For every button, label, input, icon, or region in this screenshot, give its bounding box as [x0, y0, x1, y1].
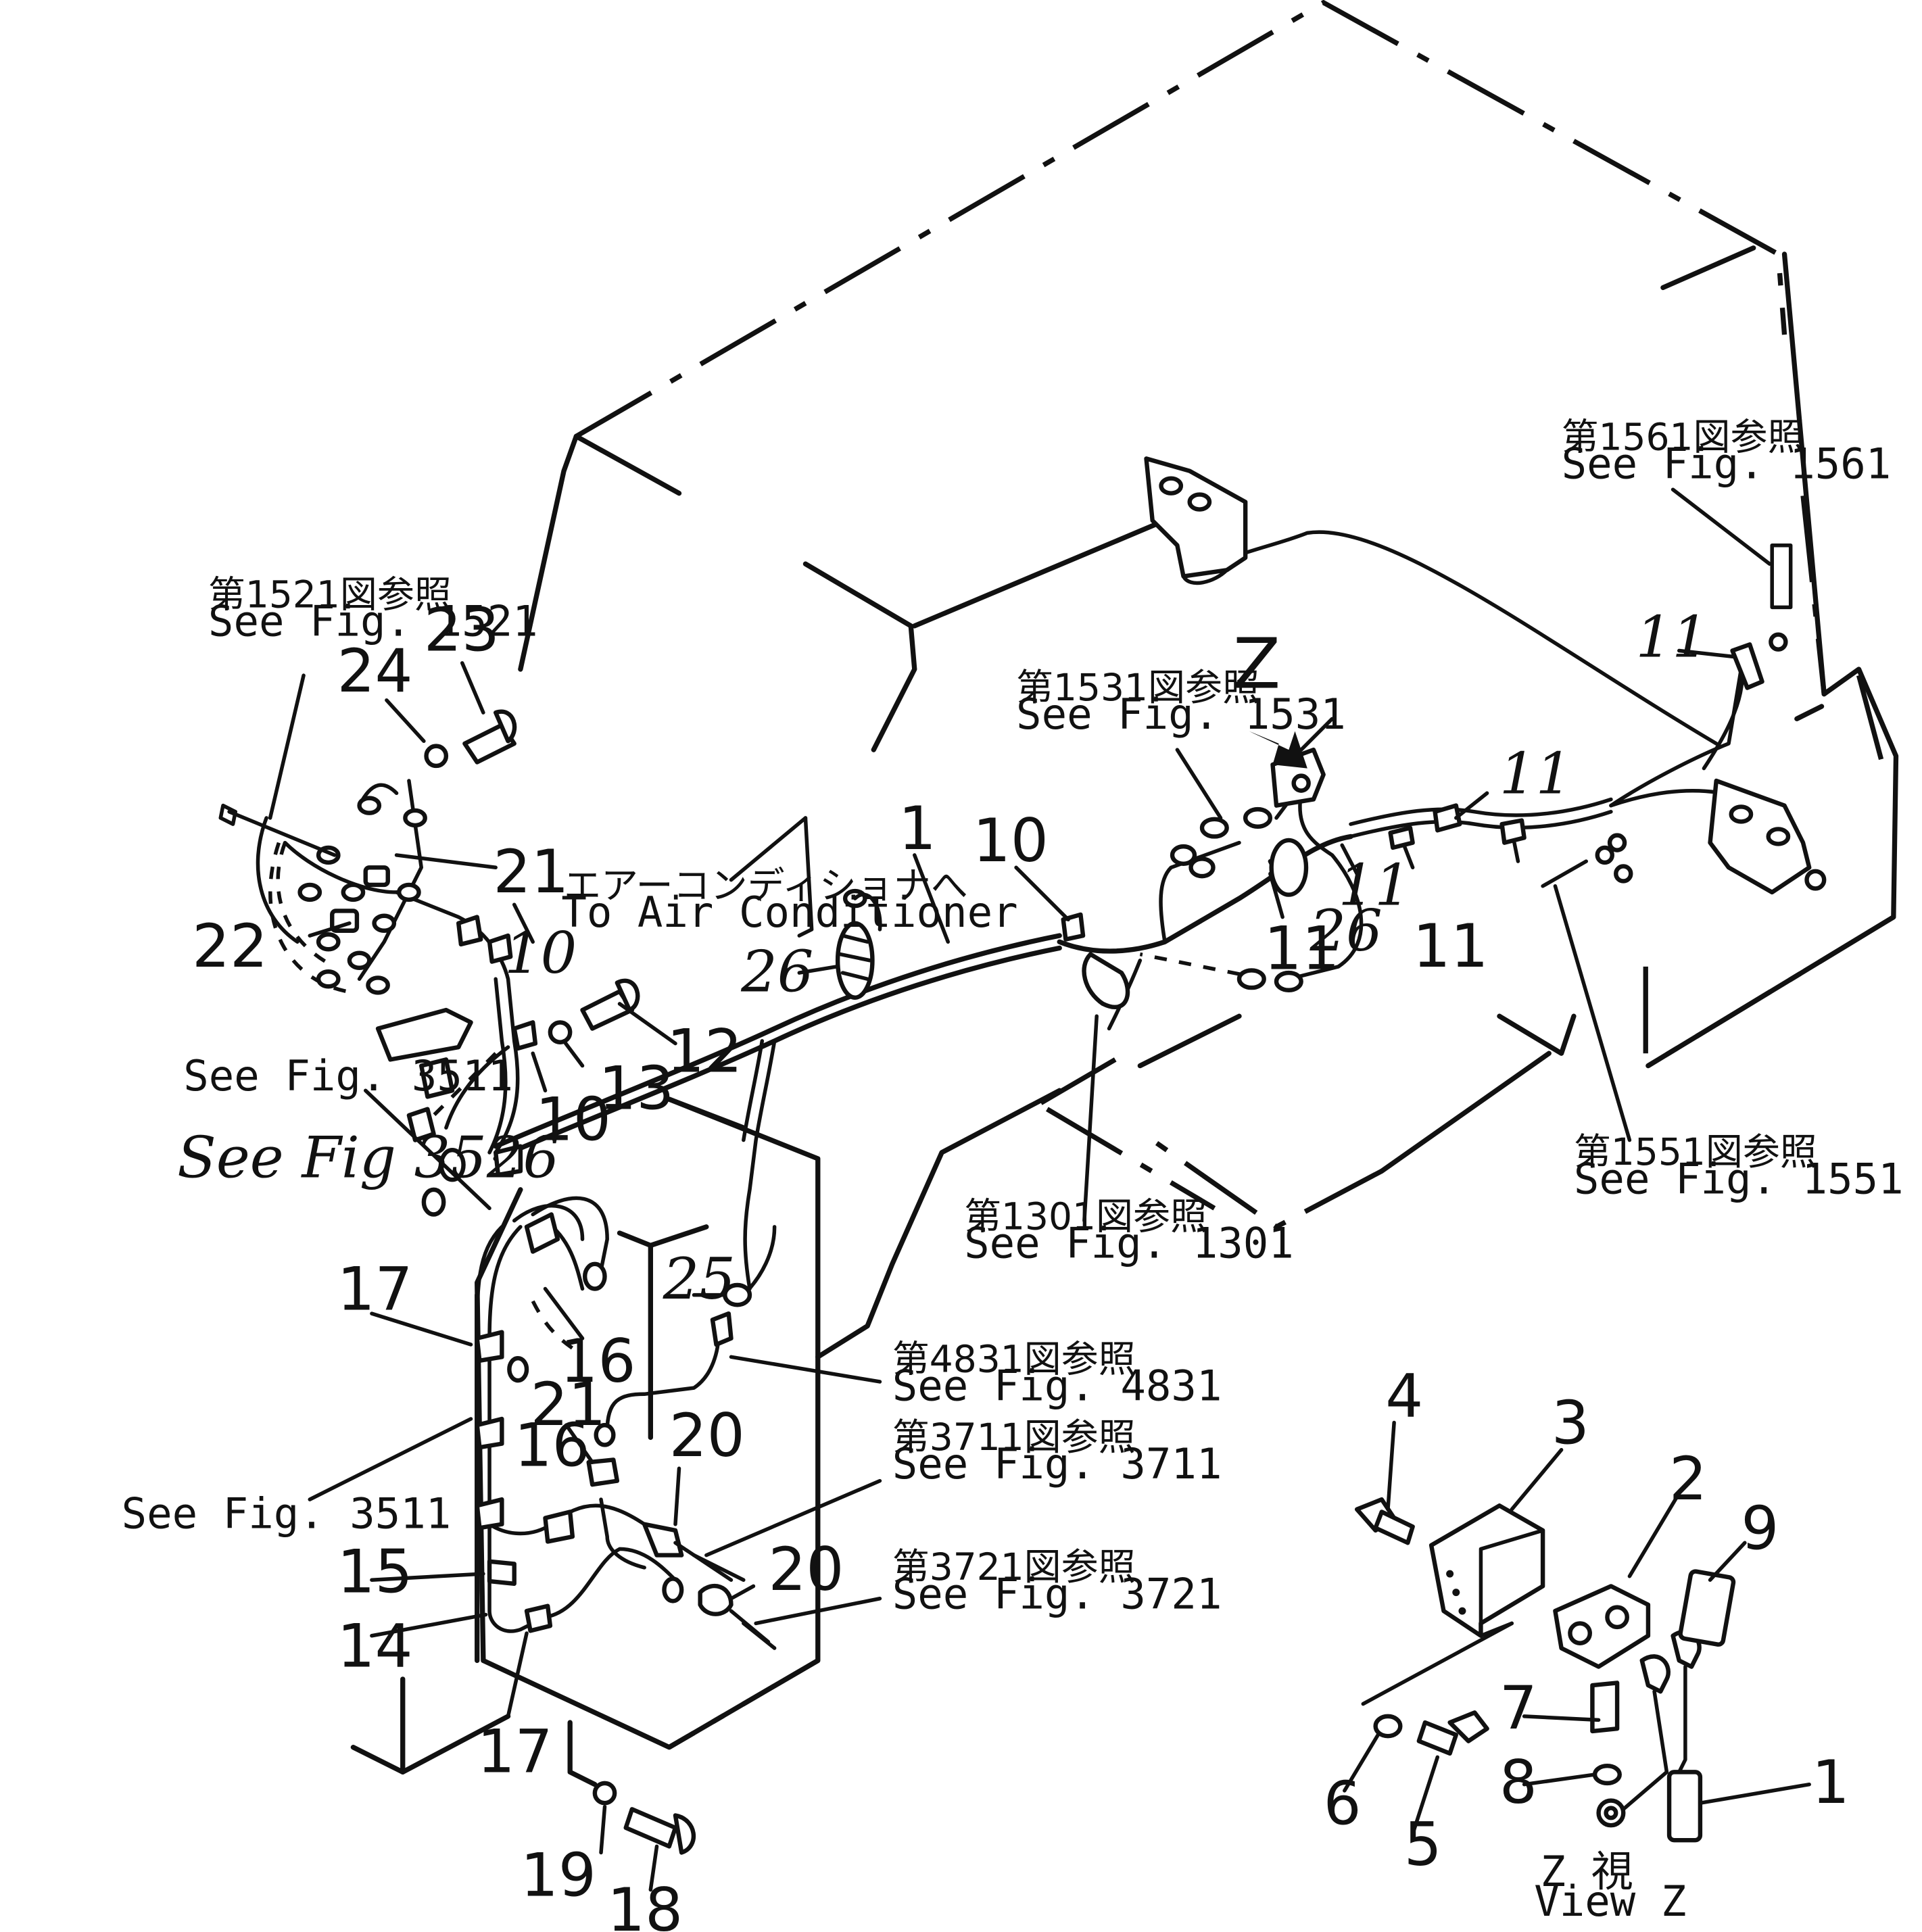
callout-19: 19 [521, 1841, 596, 1910]
view-z-jp: Z 視 [1540, 1847, 1633, 1896]
viewz-callout-6: 6 [1324, 1768, 1362, 1838]
callout-21-lower: 21 [531, 1370, 606, 1439]
callout-z: Z [1233, 624, 1280, 704]
ref-1301-jp: 第1301図参照 [964, 1195, 1207, 1238]
aircon-en: To Air Conditioner [561, 888, 1017, 937]
callout-17-lower: 17 [477, 1716, 553, 1786]
callout-11-top: 11 [1636, 604, 1708, 671]
leader-lines [268, 487, 1811, 1892]
callout-10-lower: 10 [535, 1085, 611, 1155]
ref-1551-en: See Fig. 1551 [1574, 1154, 1904, 1203]
ref-1521-en: See Fig. 1521 [208, 597, 538, 646]
ref-1531-jp: 第1531図参照 [1016, 666, 1259, 709]
callout-14: 14 [337, 1612, 413, 1681]
view-z-en: View Z [1534, 1877, 1686, 1926]
callout-23: 23 [424, 595, 500, 665]
callout-22: 22 [192, 911, 268, 981]
ref-1521-jp: 第1521図参照 [208, 573, 452, 616]
callout-26-right: 26 [1309, 898, 1382, 964]
ref-3526-handwritten: See Fig 3526 [177, 1125, 559, 1191]
viewz-callout-7: 7 [1499, 1673, 1537, 1743]
ref-3511-upper: See Fig. 3511 [183, 1051, 513, 1101]
ref-1551-jp: 第1551図参照 [1574, 1130, 1817, 1174]
callout-11-a: 11 [1264, 914, 1340, 984]
main-harness [256, 500, 1744, 1633]
viewz-callout-9: 9 [1741, 1493, 1779, 1563]
ref-3711-en: See Fig. 3711 [892, 1439, 1222, 1489]
ref-3721-jp: 第3721図参照 [892, 1545, 1136, 1589]
view-z-detail [1354, 1497, 1736, 1843]
callout-15: 15 [337, 1537, 413, 1607]
ref-3711-jp: 第3711図参照 [892, 1416, 1136, 1459]
ref-1301-en: See Fig. 1301 [964, 1219, 1294, 1268]
callout-11-b: 11 [1413, 911, 1489, 981]
ref-1561-en: See Fig. 1561 [1562, 439, 1892, 489]
callout-26-left: 26 [740, 939, 813, 1005]
ref-1531-en: See Fig. 1531 [1016, 690, 1346, 739]
callout-25: 25 [663, 1246, 736, 1312]
callout-13: 13 [598, 1054, 674, 1124]
callout-20-upper: 20 [669, 1401, 745, 1470]
ref-3511-lower: See Fig. 3511 [122, 1489, 452, 1538]
ref-4831-jp: 第4831図参照 [892, 1337, 1136, 1380]
callout-16-upper: 16 [560, 1326, 636, 1396]
ref-3721-en: See Fig. 3721 [892, 1569, 1222, 1618]
callout-11-upper: 11 [1499, 740, 1572, 806]
callout-1: 1 [898, 794, 936, 863]
aircon-jp: エアーコンディショナへ [564, 864, 968, 907]
ref-4831-en: See Fig. 4831 [892, 1361, 1222, 1410]
callout-24: 24 [337, 636, 413, 706]
callout-21-upper: 21 [494, 837, 569, 907]
callout-16-lower: 16 [514, 1411, 590, 1480]
viewz-callout-4: 4 [1385, 1361, 1423, 1430]
viewz-callout-3: 3 [1552, 1388, 1589, 1458]
view-z-arrow [1249, 731, 1307, 769]
callout-11-mid: 11 [1339, 852, 1411, 918]
ref-1561-jp: 第1561図参照 [1562, 416, 1805, 459]
labels: 第1521図参照 See Fig. 1521 第1531図参照 See Fig.… [122, 416, 1904, 1932]
callout-18: 18 [607, 1875, 683, 1932]
viewz-callout-2: 2 [1669, 1444, 1707, 1514]
callout-10-left: 10 [504, 920, 577, 986]
callout-17-upper: 17 [337, 1255, 413, 1324]
callout-20-lower: 20 [768, 1535, 844, 1604]
viewz-callout-1: 1 [1812, 1747, 1850, 1817]
machine-body-outline [350, 0, 1899, 1787]
viewz-callout-8: 8 [1499, 1747, 1537, 1817]
callout-10-center: 10 [973, 806, 1049, 875]
harness-components [218, 456, 1827, 1855]
viewz-callout-5: 5 [1404, 1810, 1442, 1879]
callout-12: 12 [667, 1017, 742, 1086]
